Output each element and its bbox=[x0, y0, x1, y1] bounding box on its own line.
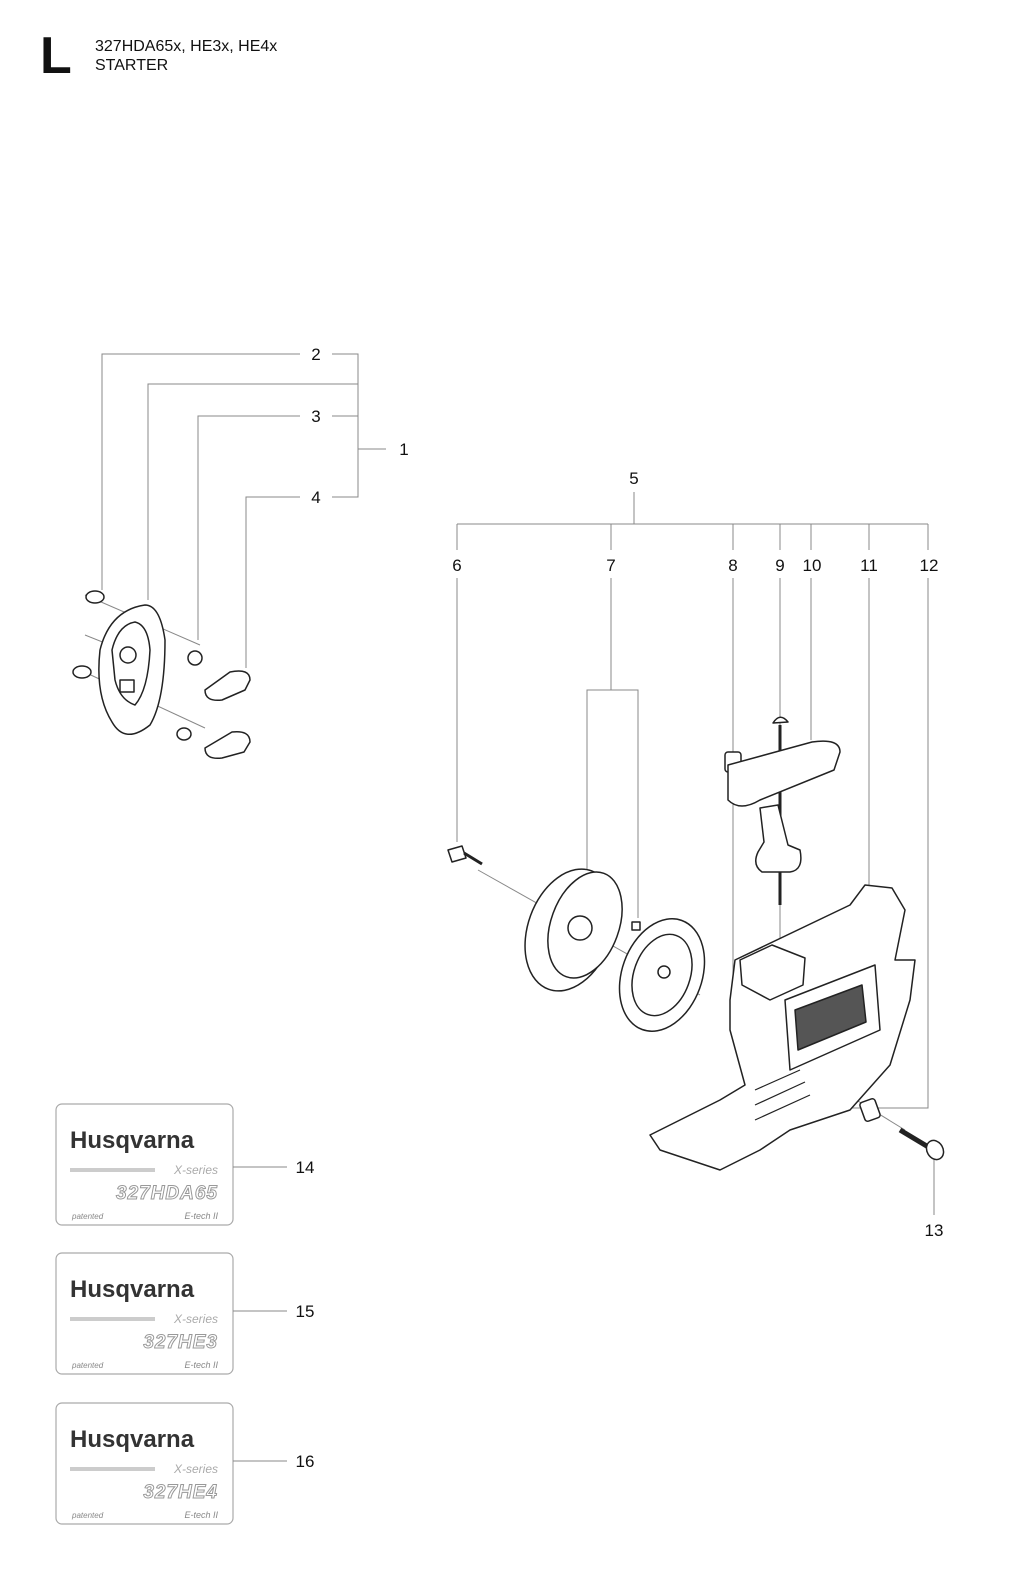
pulley-hub bbox=[567, 915, 593, 941]
decal-brand: Husqvarna bbox=[70, 1127, 195, 1154]
callout-11: 11 bbox=[860, 556, 878, 575]
callout-5: 5 bbox=[629, 469, 638, 488]
callout-1: 1 bbox=[399, 440, 408, 459]
callout-15: 15 bbox=[296, 1302, 315, 1321]
callout-10: 10 bbox=[803, 556, 822, 575]
callout-12: 12 bbox=[920, 556, 939, 575]
decal-patent: patented bbox=[71, 1212, 104, 1221]
starter-housing bbox=[649, 884, 916, 1171]
handle-slot bbox=[119, 679, 135, 693]
decal-brand: Husqvarna bbox=[70, 1276, 195, 1303]
grip-stem bbox=[755, 804, 802, 873]
callout-7: 7 bbox=[606, 556, 615, 575]
callout-9: 9 bbox=[775, 556, 784, 575]
screw-13 bbox=[925, 1139, 945, 1161]
starter-grip bbox=[727, 740, 841, 807]
housing-rope-guide bbox=[739, 944, 806, 1001]
callout-16: 16 bbox=[296, 1452, 315, 1471]
decal-model: 327HE4 bbox=[143, 1482, 218, 1503]
lock-button-upper bbox=[204, 670, 251, 702]
nut-12 bbox=[859, 1097, 881, 1123]
decal-tech: E-tech II bbox=[184, 1211, 218, 1221]
decal-14: Husqvarna X-series 327HDA65 patented E-t… bbox=[55, 1103, 287, 1226]
decal-model: 327HDA65 bbox=[116, 1183, 218, 1204]
spring-lower bbox=[176, 727, 192, 741]
decal-model: 327HE3 bbox=[143, 1332, 218, 1353]
clip-upper bbox=[85, 590, 105, 604]
callout-labels: 1 2 3 4 5 6 7 8 9 10 11 12 13 14 15 16 bbox=[296, 345, 944, 1471]
callout-14: 14 bbox=[296, 1158, 315, 1177]
decal-16: Husqvarna X-series 327HE4 patented E-tec… bbox=[55, 1402, 287, 1525]
decal-series: X-series bbox=[173, 1163, 218, 1177]
decal-patent: patented bbox=[71, 1361, 104, 1370]
model-list: 327HDA65x, HE3x, HE4x bbox=[95, 38, 278, 55]
decal-series: X-series bbox=[173, 1312, 218, 1326]
screw-6 bbox=[447, 845, 467, 863]
page-title: STARTER bbox=[95, 57, 169, 74]
decal-tech: E-tech II bbox=[184, 1360, 218, 1370]
handle-hole bbox=[119, 646, 137, 664]
rope-knot bbox=[772, 716, 789, 724]
callout-6: 6 bbox=[452, 556, 461, 575]
section-letter: L bbox=[40, 27, 72, 85]
decal-series: X-series bbox=[173, 1462, 218, 1476]
spring-center bbox=[657, 965, 671, 979]
decal-patent: patented bbox=[71, 1511, 104, 1520]
callout-3: 3 bbox=[311, 407, 320, 426]
callout-13: 13 bbox=[925, 1221, 944, 1240]
leader-lines-left bbox=[101, 353, 386, 668]
callout-8: 8 bbox=[728, 556, 737, 575]
starter-assembly bbox=[447, 716, 945, 1171]
decal-15: Husqvarna X-series 327HE3 patented E-tec… bbox=[55, 1252, 287, 1375]
callout-4: 4 bbox=[311, 488, 320, 507]
lock-button-lower bbox=[204, 730, 251, 760]
clip-lower bbox=[72, 665, 92, 679]
decal-brand: Husqvarna bbox=[70, 1426, 195, 1453]
handle-assembly bbox=[72, 590, 251, 760]
decal-tech: E-tech II bbox=[184, 1510, 218, 1520]
housing-window-inner bbox=[794, 984, 867, 1051]
callout-2: 2 bbox=[311, 345, 320, 364]
spring-clip bbox=[631, 921, 641, 931]
spring-upper bbox=[187, 650, 203, 666]
